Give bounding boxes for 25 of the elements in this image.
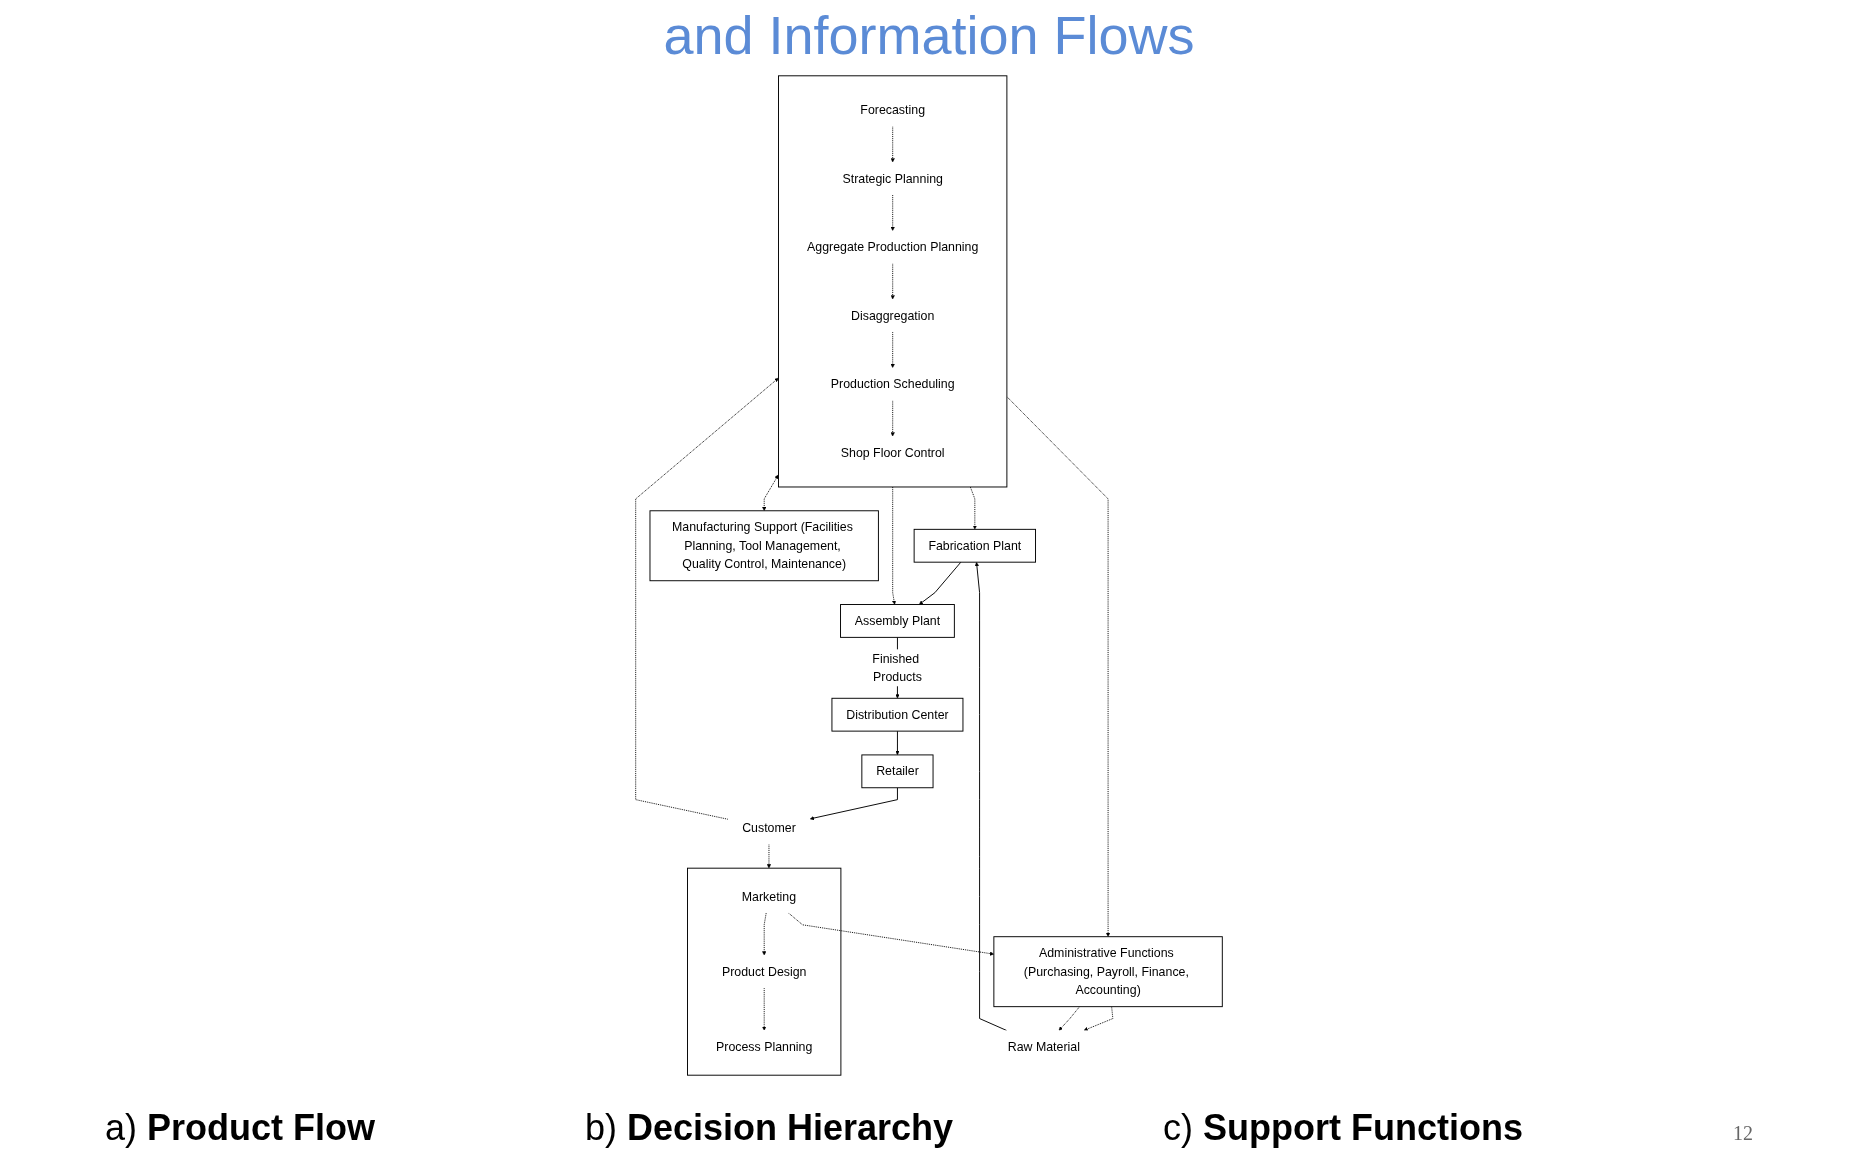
node-box: Distribution Center [831, 697, 964, 732]
cluster [778, 75, 1008, 488]
node-text: Customer [742, 820, 796, 835]
node-box: Manufacturing Support (Facilities Planning, Tool Management, Quality Control, Maintenance) [649, 510, 879, 582]
page-number: 12 [1733, 1122, 1753, 1145]
node-text: Disaggregation [851, 308, 935, 323]
section-caption: a) Product Flow [104, 1107, 375, 1149]
section-caption: c) Support Functions [1163, 1107, 1524, 1149]
node-text: Raw Material [1007, 1039, 1080, 1054]
node-text: Strategic Planning [842, 171, 943, 186]
title: and Information Flows [663, 4, 1195, 67]
node-box: Retailer [861, 754, 934, 789]
node-text: Shop Floor Control [840, 445, 945, 460]
node-text: Forecasting [860, 102, 926, 117]
node-text: Product Design [721, 964, 807, 979]
node-text: Aggregate Production Planning [807, 239, 979, 255]
node-text: Process Planning [716, 1039, 813, 1054]
node-box: Assembly Plant [840, 604, 955, 638]
edge-label: Finished Products [872, 651, 922, 684]
cluster [687, 867, 842, 1076]
section-caption: b) Decision Hierarchy [584, 1107, 954, 1149]
node-box: Administrative Functions (Purchasing, Payroll, Finance, Accounting) [993, 936, 1223, 1008]
node-text: Marketing [741, 889, 797, 904]
node-text: Production Scheduling [830, 376, 955, 392]
node-box: Fabrication Plant [913, 528, 1036, 563]
